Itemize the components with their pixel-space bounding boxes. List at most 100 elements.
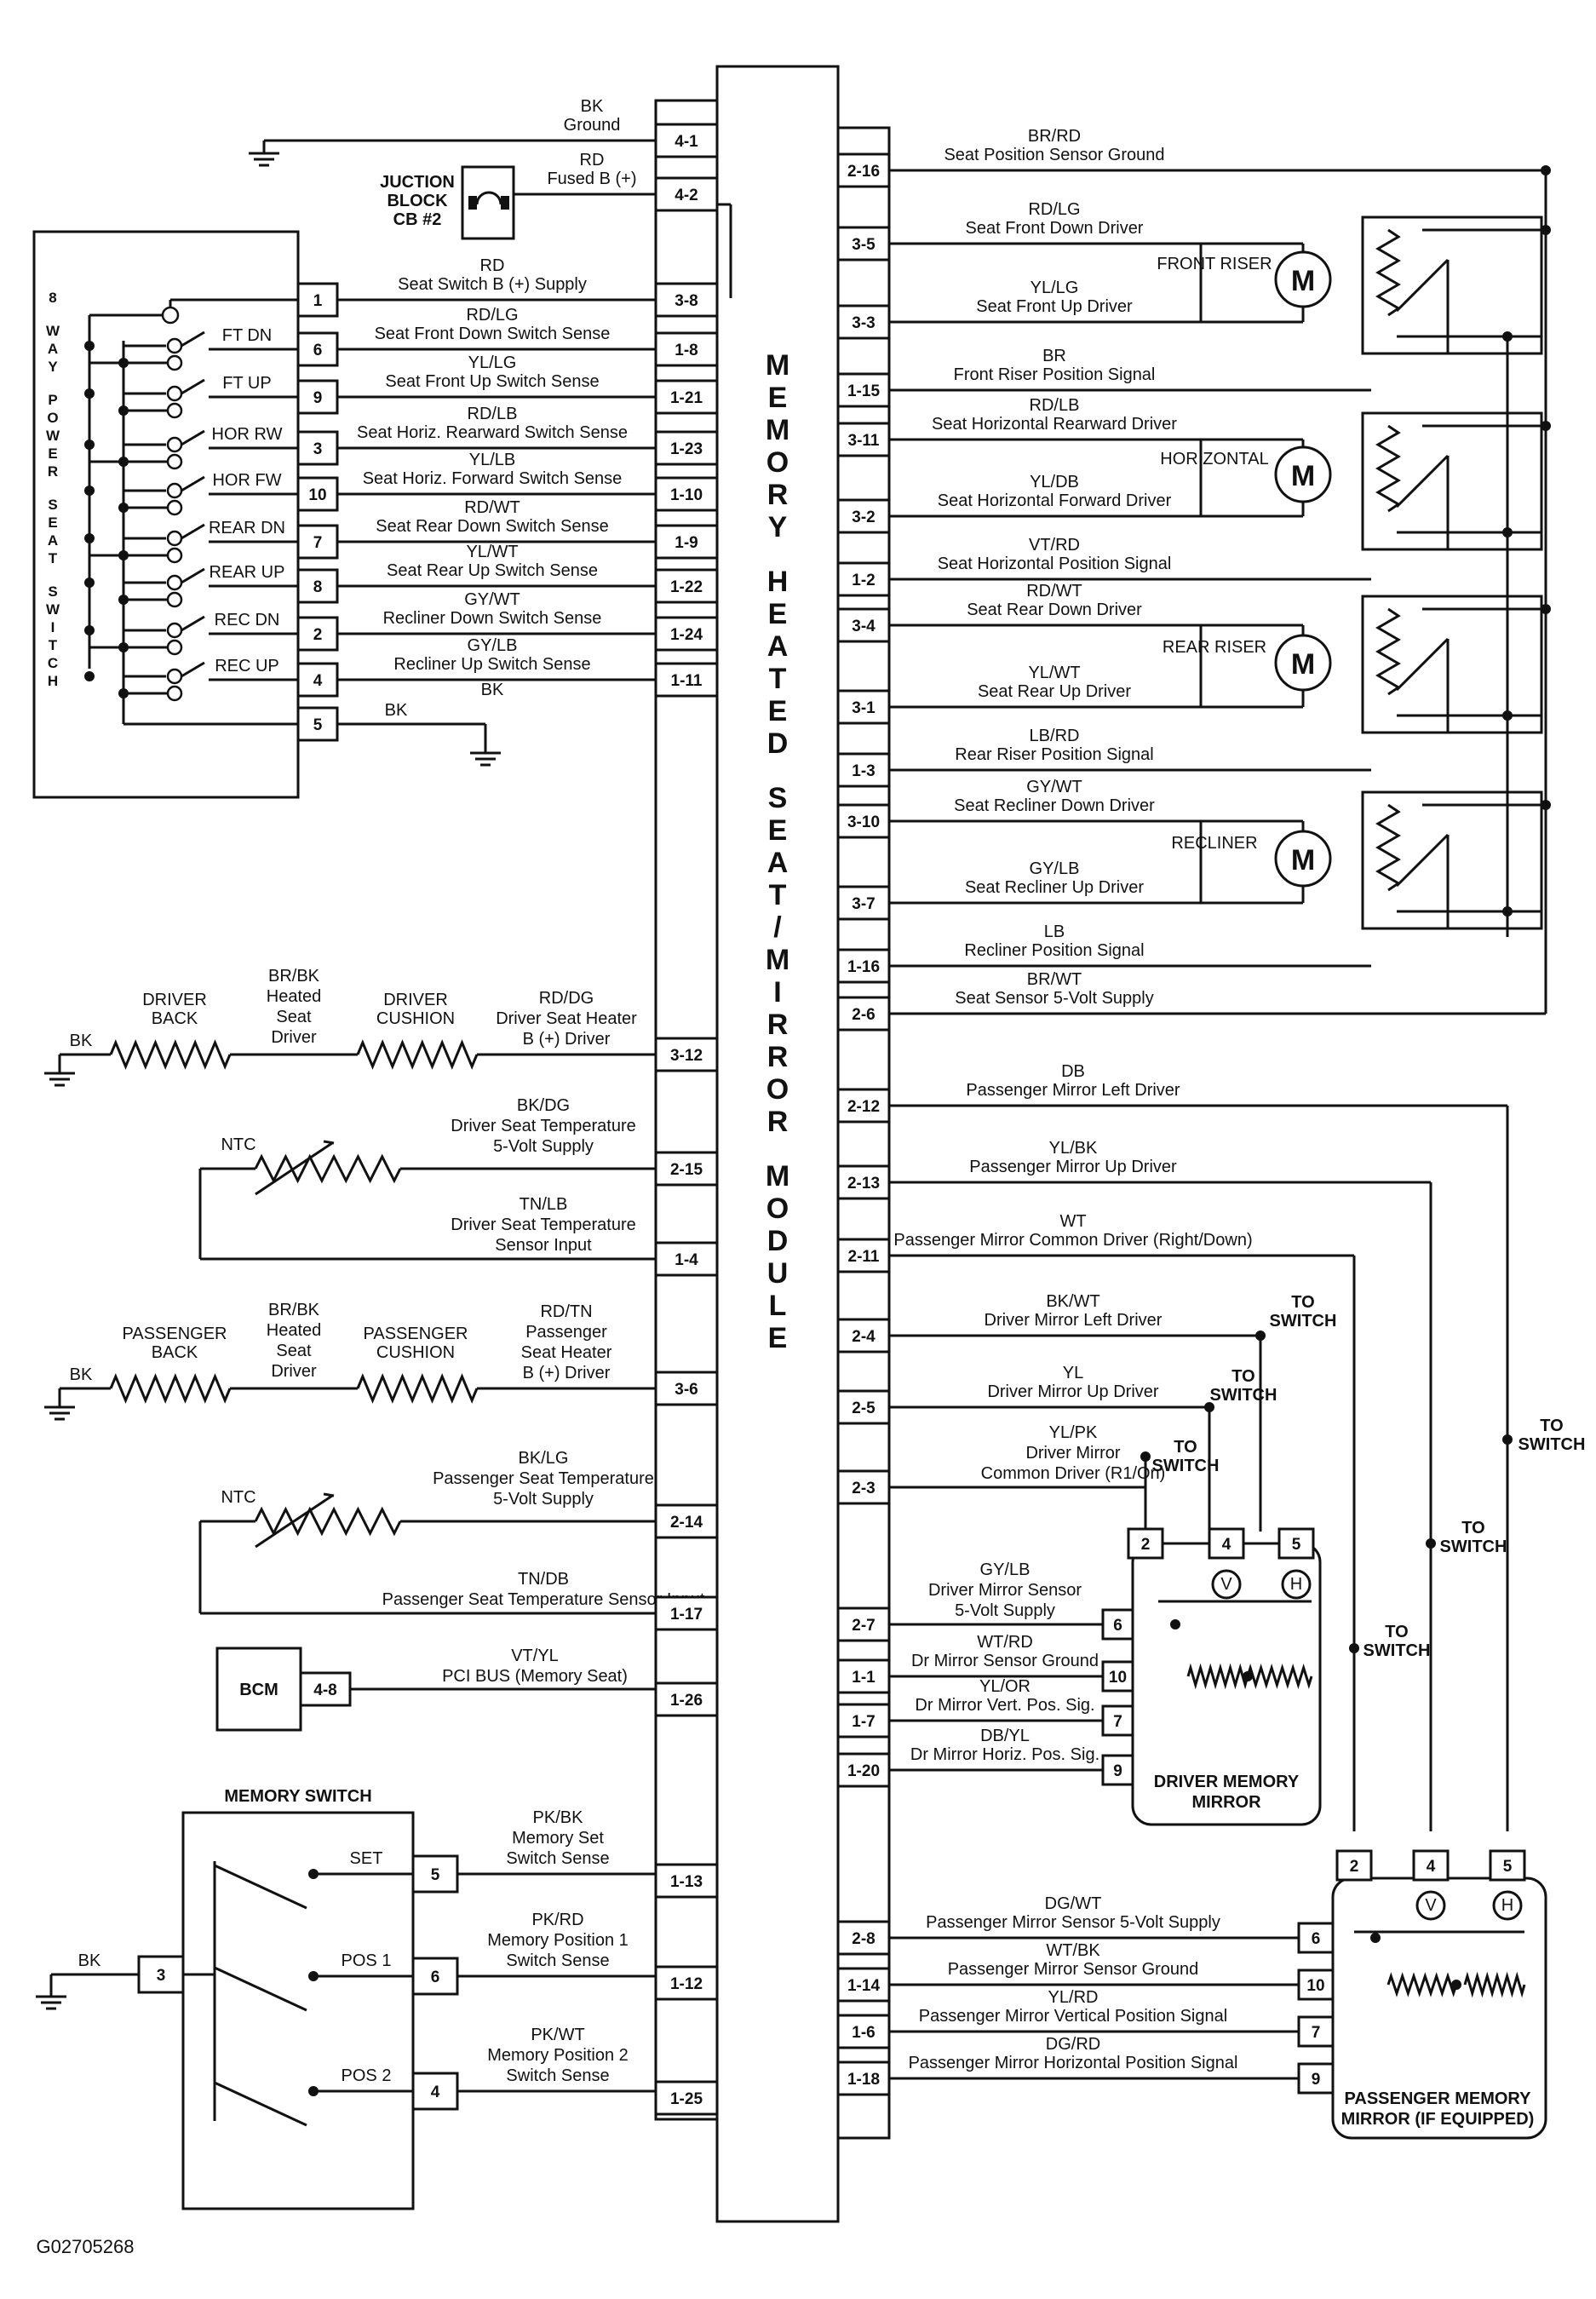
splice-dot <box>1502 331 1513 342</box>
pin-label: 3 <box>157 1967 166 1985</box>
memory-switch-wire-label: Memory Position 2 <box>487 2046 629 2065</box>
heater-label: Heated <box>267 1321 322 1340</box>
memory-switch-wire-label: Memory Position 1 <box>487 1931 629 1950</box>
pin-label: 7 <box>313 534 323 552</box>
wire-desc-label: Seat Sensor 5-Volt Supply <box>955 989 1153 1008</box>
switch-contact <box>166 436 183 453</box>
wire-desc-label: Seat Rear Up Switch Sense <box>387 561 598 580</box>
wire-color-label: LB/RD <box>1030 727 1080 745</box>
pin-box <box>654 476 719 512</box>
bcm-wire-label: VT/YL <box>511 1647 559 1665</box>
pin-label: 1-26 <box>670 1692 703 1710</box>
wire-color-label: DB/YL <box>980 1727 1030 1745</box>
wire-color-label: YL/OR <box>979 1677 1031 1696</box>
pin-label: 3-11 <box>848 432 880 450</box>
wire-color-label: YL/WT <box>1028 664 1080 682</box>
motor-symbol: M <box>1291 844 1315 876</box>
wire-desc-label: Seat Horiz. Rearward Switch Sense <box>357 423 628 442</box>
pin-box <box>654 2080 719 2116</box>
sensor-frame <box>1361 411 1543 551</box>
module-title-letter: O <box>766 1073 789 1106</box>
wire-color-label: RD/LG <box>466 306 518 325</box>
ntc-label: NTC <box>221 1135 255 1154</box>
sensor-resistor <box>1375 607 1401 696</box>
pin-box <box>654 1503 719 1539</box>
heater-label: PASSENGER <box>364 1325 468 1343</box>
pin-label: 10 <box>1109 1669 1127 1687</box>
pin-box <box>836 1318 891 1354</box>
heater-label: Passenger <box>525 1323 607 1342</box>
ntc-wire-label: Driver Seat Temperature <box>451 1117 636 1135</box>
mirror-v-label: V <box>1220 1575 1232 1594</box>
pin-box <box>654 1595 719 1631</box>
seat-switch-title-letter: I <box>51 619 55 635</box>
wire-color-label: WT/BK <box>1046 1941 1100 1960</box>
memory-switch-position-label: POS 2 <box>342 2066 392 2085</box>
memory-switch-position-label: POS 1 <box>342 1951 392 1970</box>
module-title-letter: T <box>769 663 787 695</box>
wire-desc-label: Seat Recliner Up Driver <box>965 878 1144 897</box>
module-right-connector <box>836 126 891 2140</box>
pin-label: 2 <box>1350 1858 1359 1876</box>
pin-box <box>654 1037 719 1072</box>
pin-box <box>654 123 719 158</box>
wire-color-label: GY/LB <box>980 1560 1031 1579</box>
ntc-wire-label: TN/LB <box>520 1195 568 1214</box>
wire-desc-label: Dr Mirror Horiz. Pos. Sig. <box>910 1745 1099 1764</box>
pin-label: 3-7 <box>852 895 875 913</box>
motor-circle <box>1274 250 1332 308</box>
sensor-frame <box>1361 216 1543 355</box>
wire-segment <box>181 661 205 678</box>
switch-contact <box>166 547 183 564</box>
wire-segment <box>181 330 205 348</box>
motor-symbol: M <box>1291 460 1315 492</box>
pin-label: 6 <box>1312 1930 1321 1948</box>
module-title-letter: M <box>766 1160 789 1193</box>
passenger-mirror-title: PASSENGER MEMORY <box>1345 2089 1532 2108</box>
splice-dot <box>1502 710 1513 721</box>
switch-contact <box>166 385 183 402</box>
wire-color-label: YL/WT <box>466 543 518 561</box>
pin-box <box>296 706 339 742</box>
pin-label: 2-4 <box>852 1328 876 1346</box>
wire-desc-label: Seat Rear Down Switch Sense <box>376 517 608 536</box>
heater-label: B (+) Driver <box>523 1364 611 1382</box>
wire-segment <box>255 1494 333 1549</box>
wire-desc-label: Driver Mirror Left Driver <box>985 1311 1163 1330</box>
figure-id: G02705268 <box>37 2236 135 2257</box>
heater-label: PASSENGER <box>123 1325 227 1343</box>
splice-dot <box>118 642 129 652</box>
pin-label: 9 <box>1113 1762 1122 1780</box>
pin-box <box>1208 1527 1245 1560</box>
pin-label: 4 <box>431 2083 440 2101</box>
seat-switch-title-letter: 8 <box>49 290 56 306</box>
motor-circle <box>1274 634 1332 692</box>
wire-desc-label: 5-Volt Supply <box>955 1601 1055 1620</box>
ntc-wire-label: Passenger Seat Temperature <box>433 1469 654 1488</box>
splice-dot <box>118 688 129 698</box>
ntc-wire-label: Sensor Input <box>495 1236 592 1255</box>
switch-contact <box>166 685 183 702</box>
splice-dot <box>118 595 129 605</box>
pin-label: 1-9 <box>675 534 698 552</box>
splice-dot <box>118 457 129 467</box>
splice-dot <box>84 533 95 543</box>
splice-dot <box>1541 165 1551 175</box>
to-switch-label: SWITCH <box>1270 1312 1337 1331</box>
switch-function-label: REAR UP <box>210 563 285 582</box>
to-switch-label: TO <box>1174 1438 1197 1457</box>
pin-label: 1-12 <box>670 1975 703 1993</box>
resistor-zigzag <box>254 1153 402 1184</box>
wire-desc-label: Seat Horizontal Forward Driver <box>938 491 1172 510</box>
motor-label: RECLINER <box>1171 834 1257 853</box>
seat-switch-title-letter: E <box>48 445 57 462</box>
motor-label: HORIZONTAL <box>1160 450 1268 468</box>
wire-desc-label: Seat Position Sensor Ground <box>944 146 1164 164</box>
pin-box <box>654 1151 719 1187</box>
pin-label: 1-2 <box>852 572 875 589</box>
wire-segment <box>255 1141 333 1196</box>
splice-dot <box>1541 225 1551 235</box>
wire-color-label: GY/WT <box>464 590 520 609</box>
pin-box <box>1297 2062 1335 2095</box>
motor-label: REAR RISER <box>1163 638 1266 657</box>
